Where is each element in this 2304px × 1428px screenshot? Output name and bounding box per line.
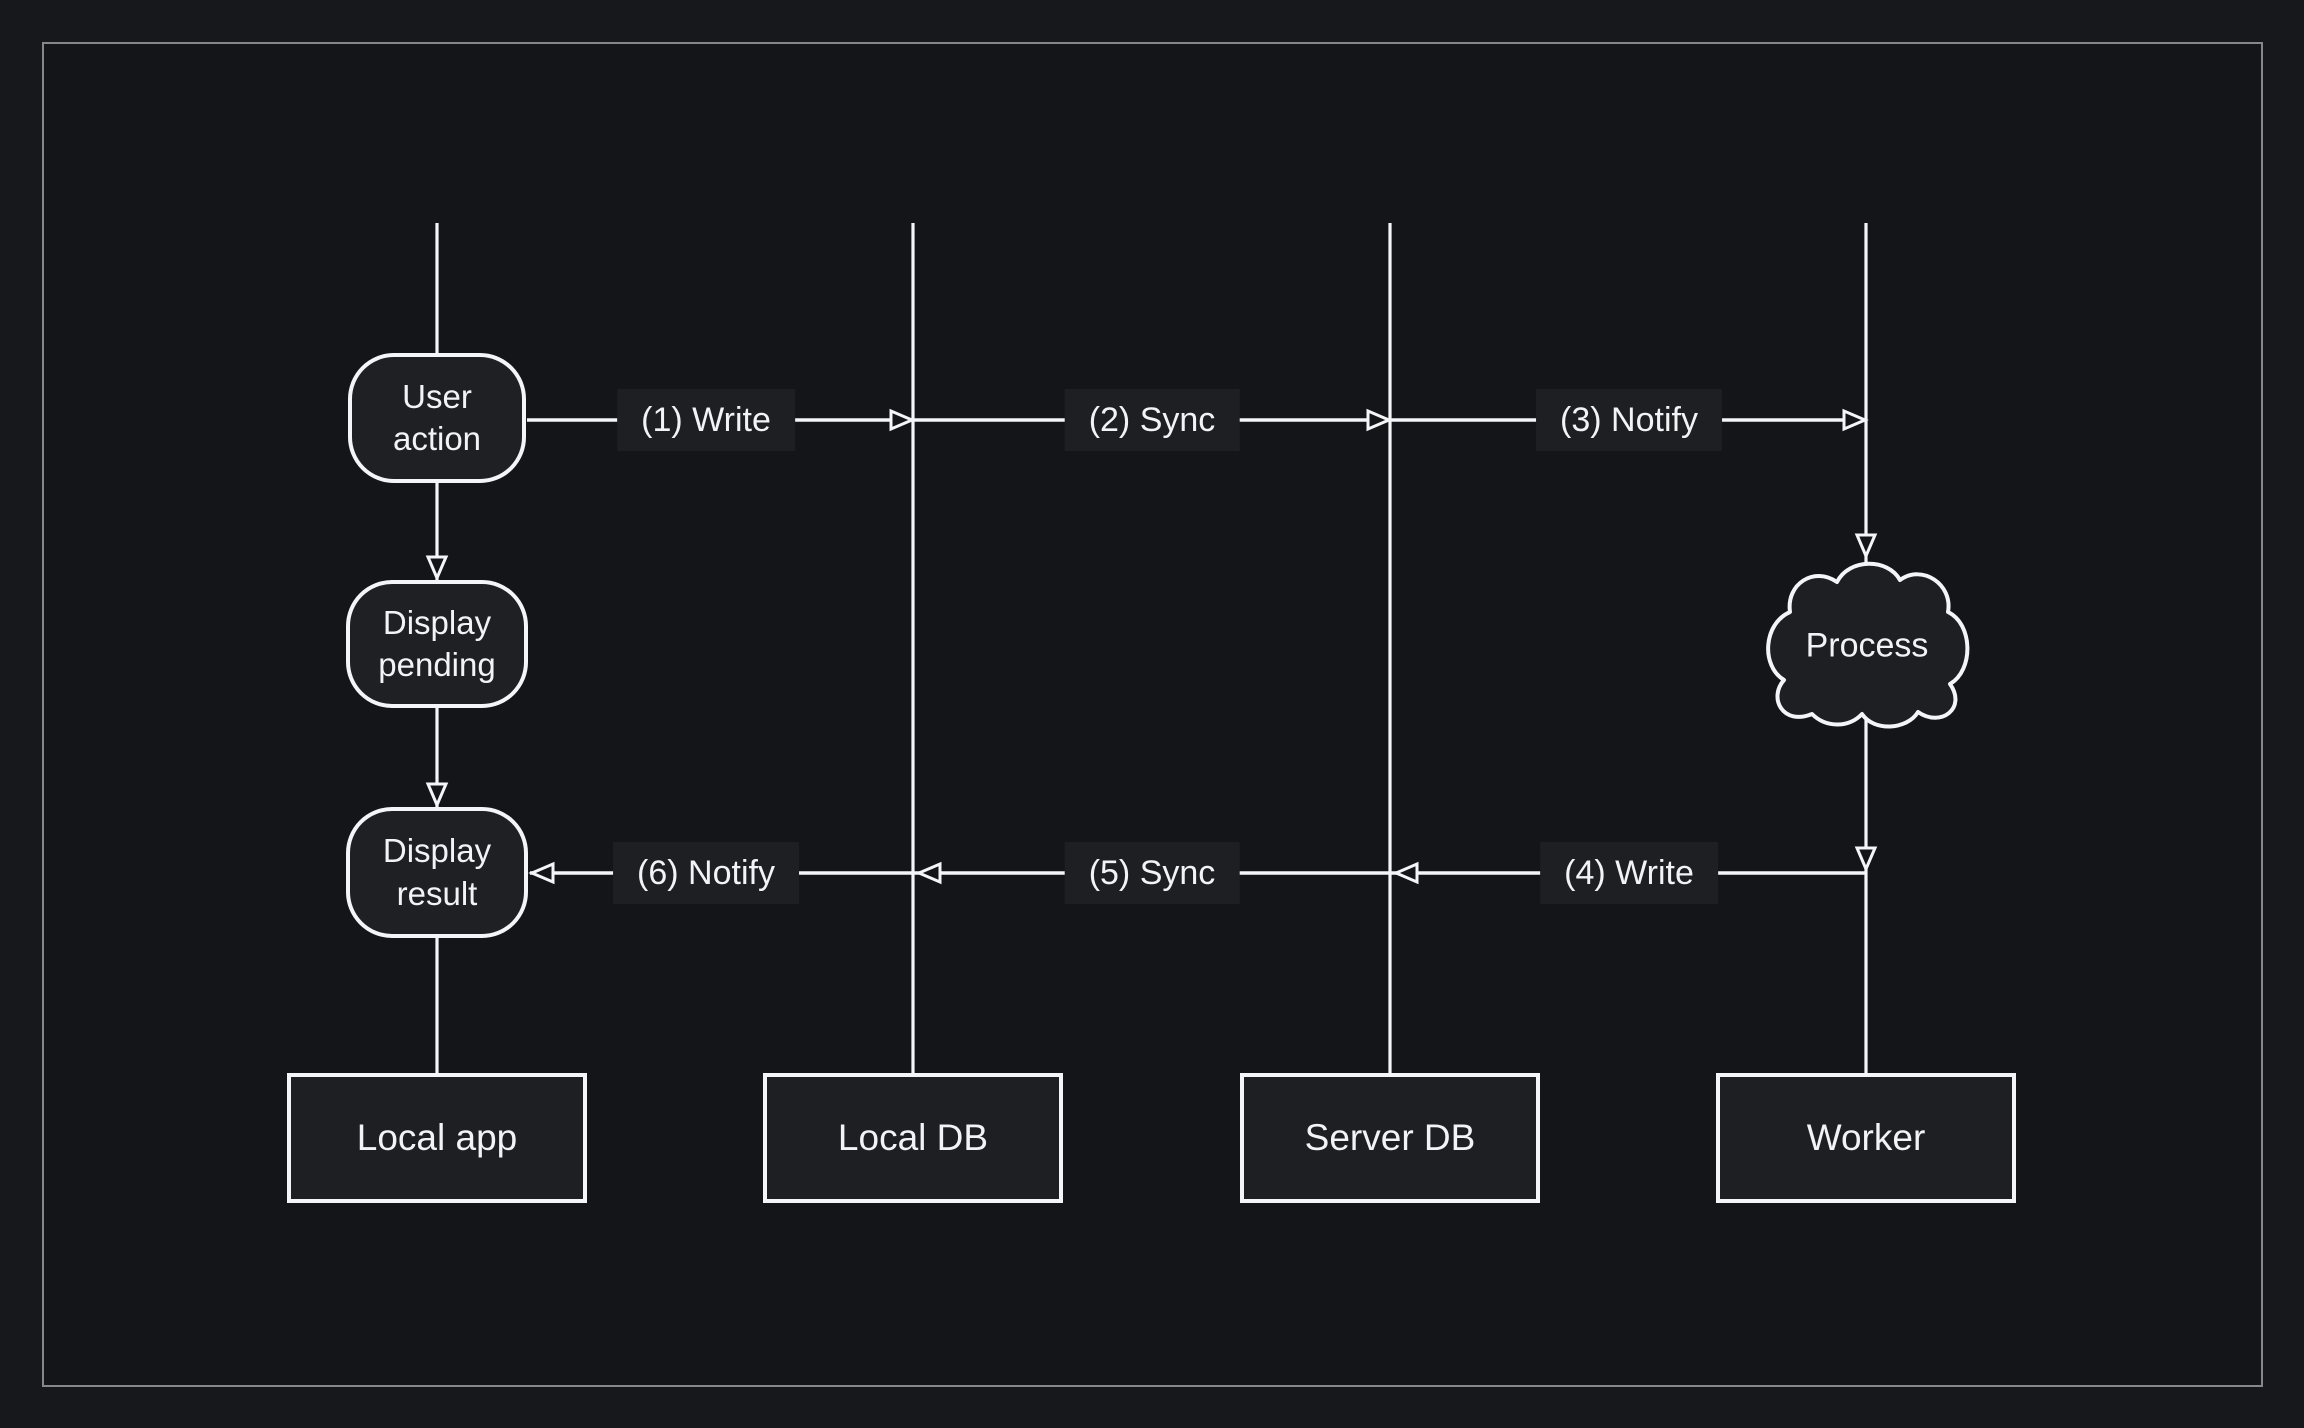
edge-label-notify6: (6) Notify	[613, 842, 799, 904]
arrowhead-display-pending-icon	[425, 555, 449, 582]
edge-label-sync2: (2) Sync	[1064, 389, 1240, 451]
lane-box-server-db: Server DB	[1240, 1073, 1540, 1203]
node-user-action: User action	[348, 353, 526, 483]
node-process-label: Process	[1805, 626, 1929, 665]
arrowhead-sync5-icon	[915, 861, 942, 885]
edge-label-write1: (1) Write	[617, 389, 795, 451]
arrowhead-worker-junction-icon	[1854, 846, 1878, 873]
lane-box-worker: Worker	[1716, 1073, 2016, 1203]
lane-box-local-app: Local app	[287, 1073, 587, 1203]
arrowhead-write1-icon	[889, 408, 916, 432]
arrowhead-into-cloud-icon	[1854, 533, 1878, 560]
arrowhead-notify3-icon	[1842, 408, 1869, 432]
arrowhead-write4-icon	[1392, 861, 1419, 885]
node-display-pending: Display pending	[346, 580, 528, 708]
edge-label-sync5: (5) Sync	[1064, 842, 1240, 904]
edge-label-write4: (4) Write	[1540, 842, 1718, 904]
arrowhead-notify6-icon	[528, 861, 555, 885]
node-display-result: Display result	[346, 807, 528, 938]
arrowhead-display-result-icon	[425, 782, 449, 809]
process-cloud-shape	[1766, 561, 1970, 729]
lane-box-local-db: Local DB	[763, 1073, 1063, 1203]
edge-label-notify3: (3) Notify	[1536, 389, 1722, 451]
arrowhead-sync2-icon	[1366, 408, 1393, 432]
